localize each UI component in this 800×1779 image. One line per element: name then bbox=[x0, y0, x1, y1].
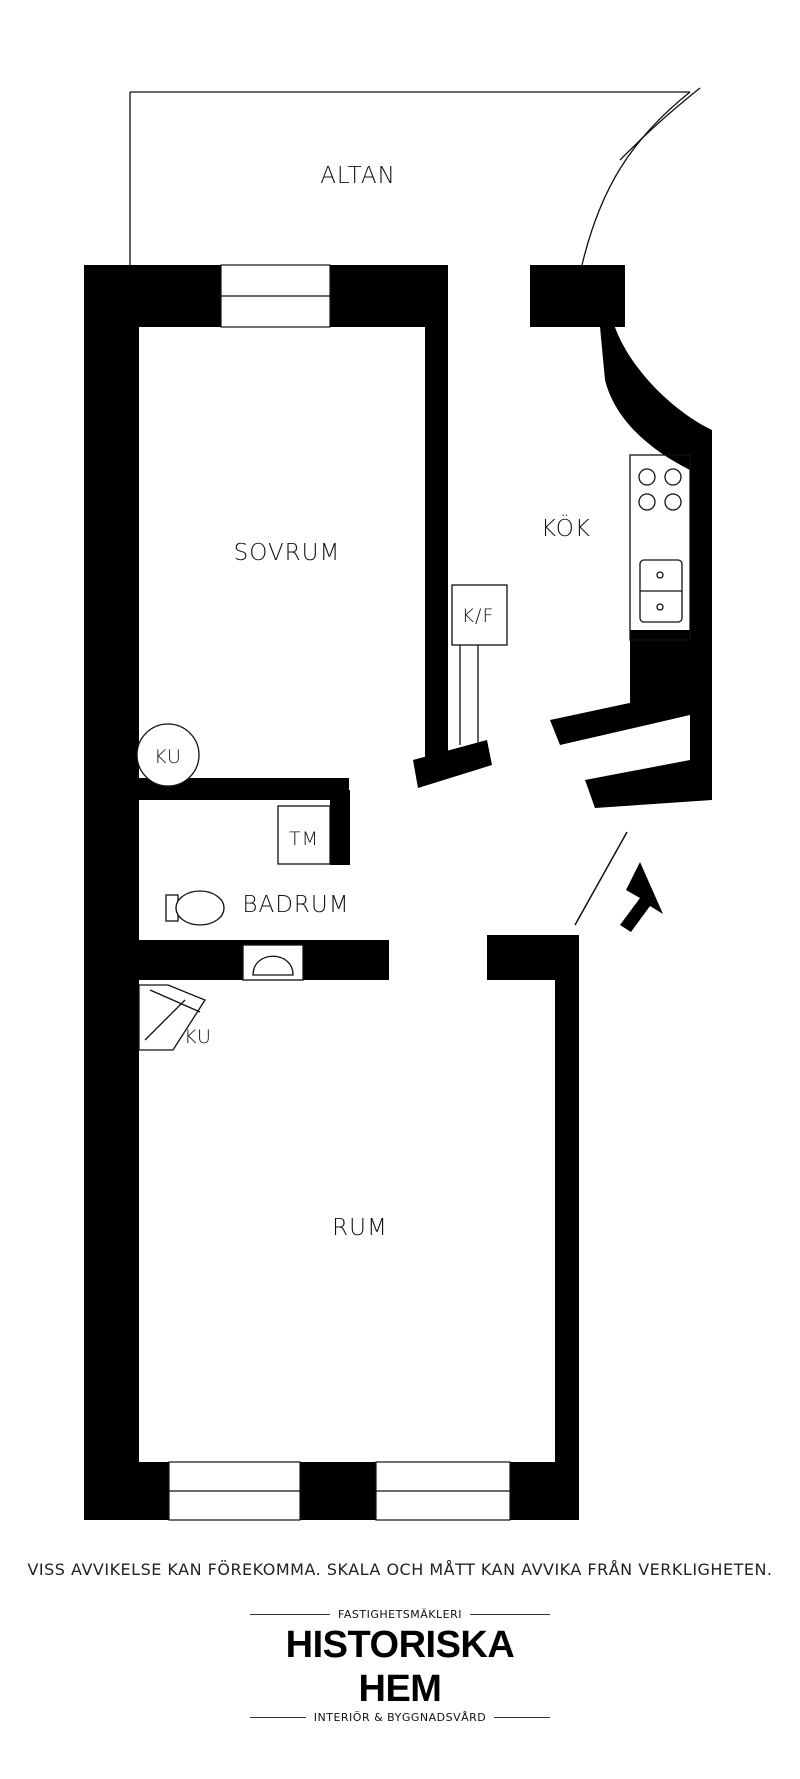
label-kok: KÖK bbox=[541, 514, 591, 542]
kitchen-counter bbox=[629, 454, 691, 641]
windows bbox=[168, 264, 511, 1521]
label-kf: K/F bbox=[462, 605, 495, 627]
label-rum: RUM bbox=[332, 1215, 388, 1241]
washing-machine bbox=[277, 805, 331, 865]
divider bbox=[250, 1717, 306, 1718]
bathroom-fittings bbox=[165, 805, 331, 981]
brand-top-text: FASTIGHETSMÄKLERI bbox=[338, 1608, 462, 1621]
disclaimer: VISS AVVIKELSE KAN FÖREKOMMA. SKALA OCH … bbox=[27, 1560, 773, 1579]
toilet-icon bbox=[165, 890, 225, 926]
entrance-door bbox=[574, 831, 628, 926]
divider bbox=[494, 1717, 551, 1718]
label-ku-room: KU bbox=[184, 1026, 212, 1048]
brand-bottom-row: INTERIÖR & BYGGNADSVÅRD bbox=[250, 1711, 551, 1724]
divider bbox=[469, 1614, 550, 1615]
divider bbox=[250, 1614, 331, 1615]
brand-logo: FASTIGHETSMÄKLERI HISTORISKA HEM INTERIÖ… bbox=[250, 1608, 551, 1724]
label-ku-bedroom: KU bbox=[154, 746, 182, 768]
brand-name: HISTORISKA HEM bbox=[285, 1624, 515, 1710]
fridge-freezer bbox=[451, 584, 508, 745]
label-tm: TM bbox=[289, 828, 319, 850]
brand-top-row: FASTIGHETSMÄKLERI bbox=[250, 1608, 550, 1621]
brand-bottom-text: INTERIÖR & BYGGNADSVÅRD bbox=[313, 1711, 487, 1724]
tiled-stove-bedroom bbox=[136, 723, 200, 787]
entrance-arrow-icon bbox=[620, 862, 663, 932]
tiled-stove-room bbox=[138, 984, 206, 1051]
floor-plan: ALTAN SOVRUM KÖK K/F KU TM BADRUM KU RUM bbox=[84, 87, 712, 1521]
walls bbox=[84, 265, 712, 1520]
sink-icon bbox=[639, 559, 683, 623]
balcony-outline bbox=[129, 87, 701, 266]
label-badrum: BADRUM bbox=[242, 892, 349, 918]
label-sovrum: SOVRUM bbox=[234, 540, 341, 566]
label-altan: ALTAN bbox=[320, 163, 396, 189]
washbasin-icon bbox=[242, 944, 304, 981]
stove-icon bbox=[638, 468, 682, 511]
